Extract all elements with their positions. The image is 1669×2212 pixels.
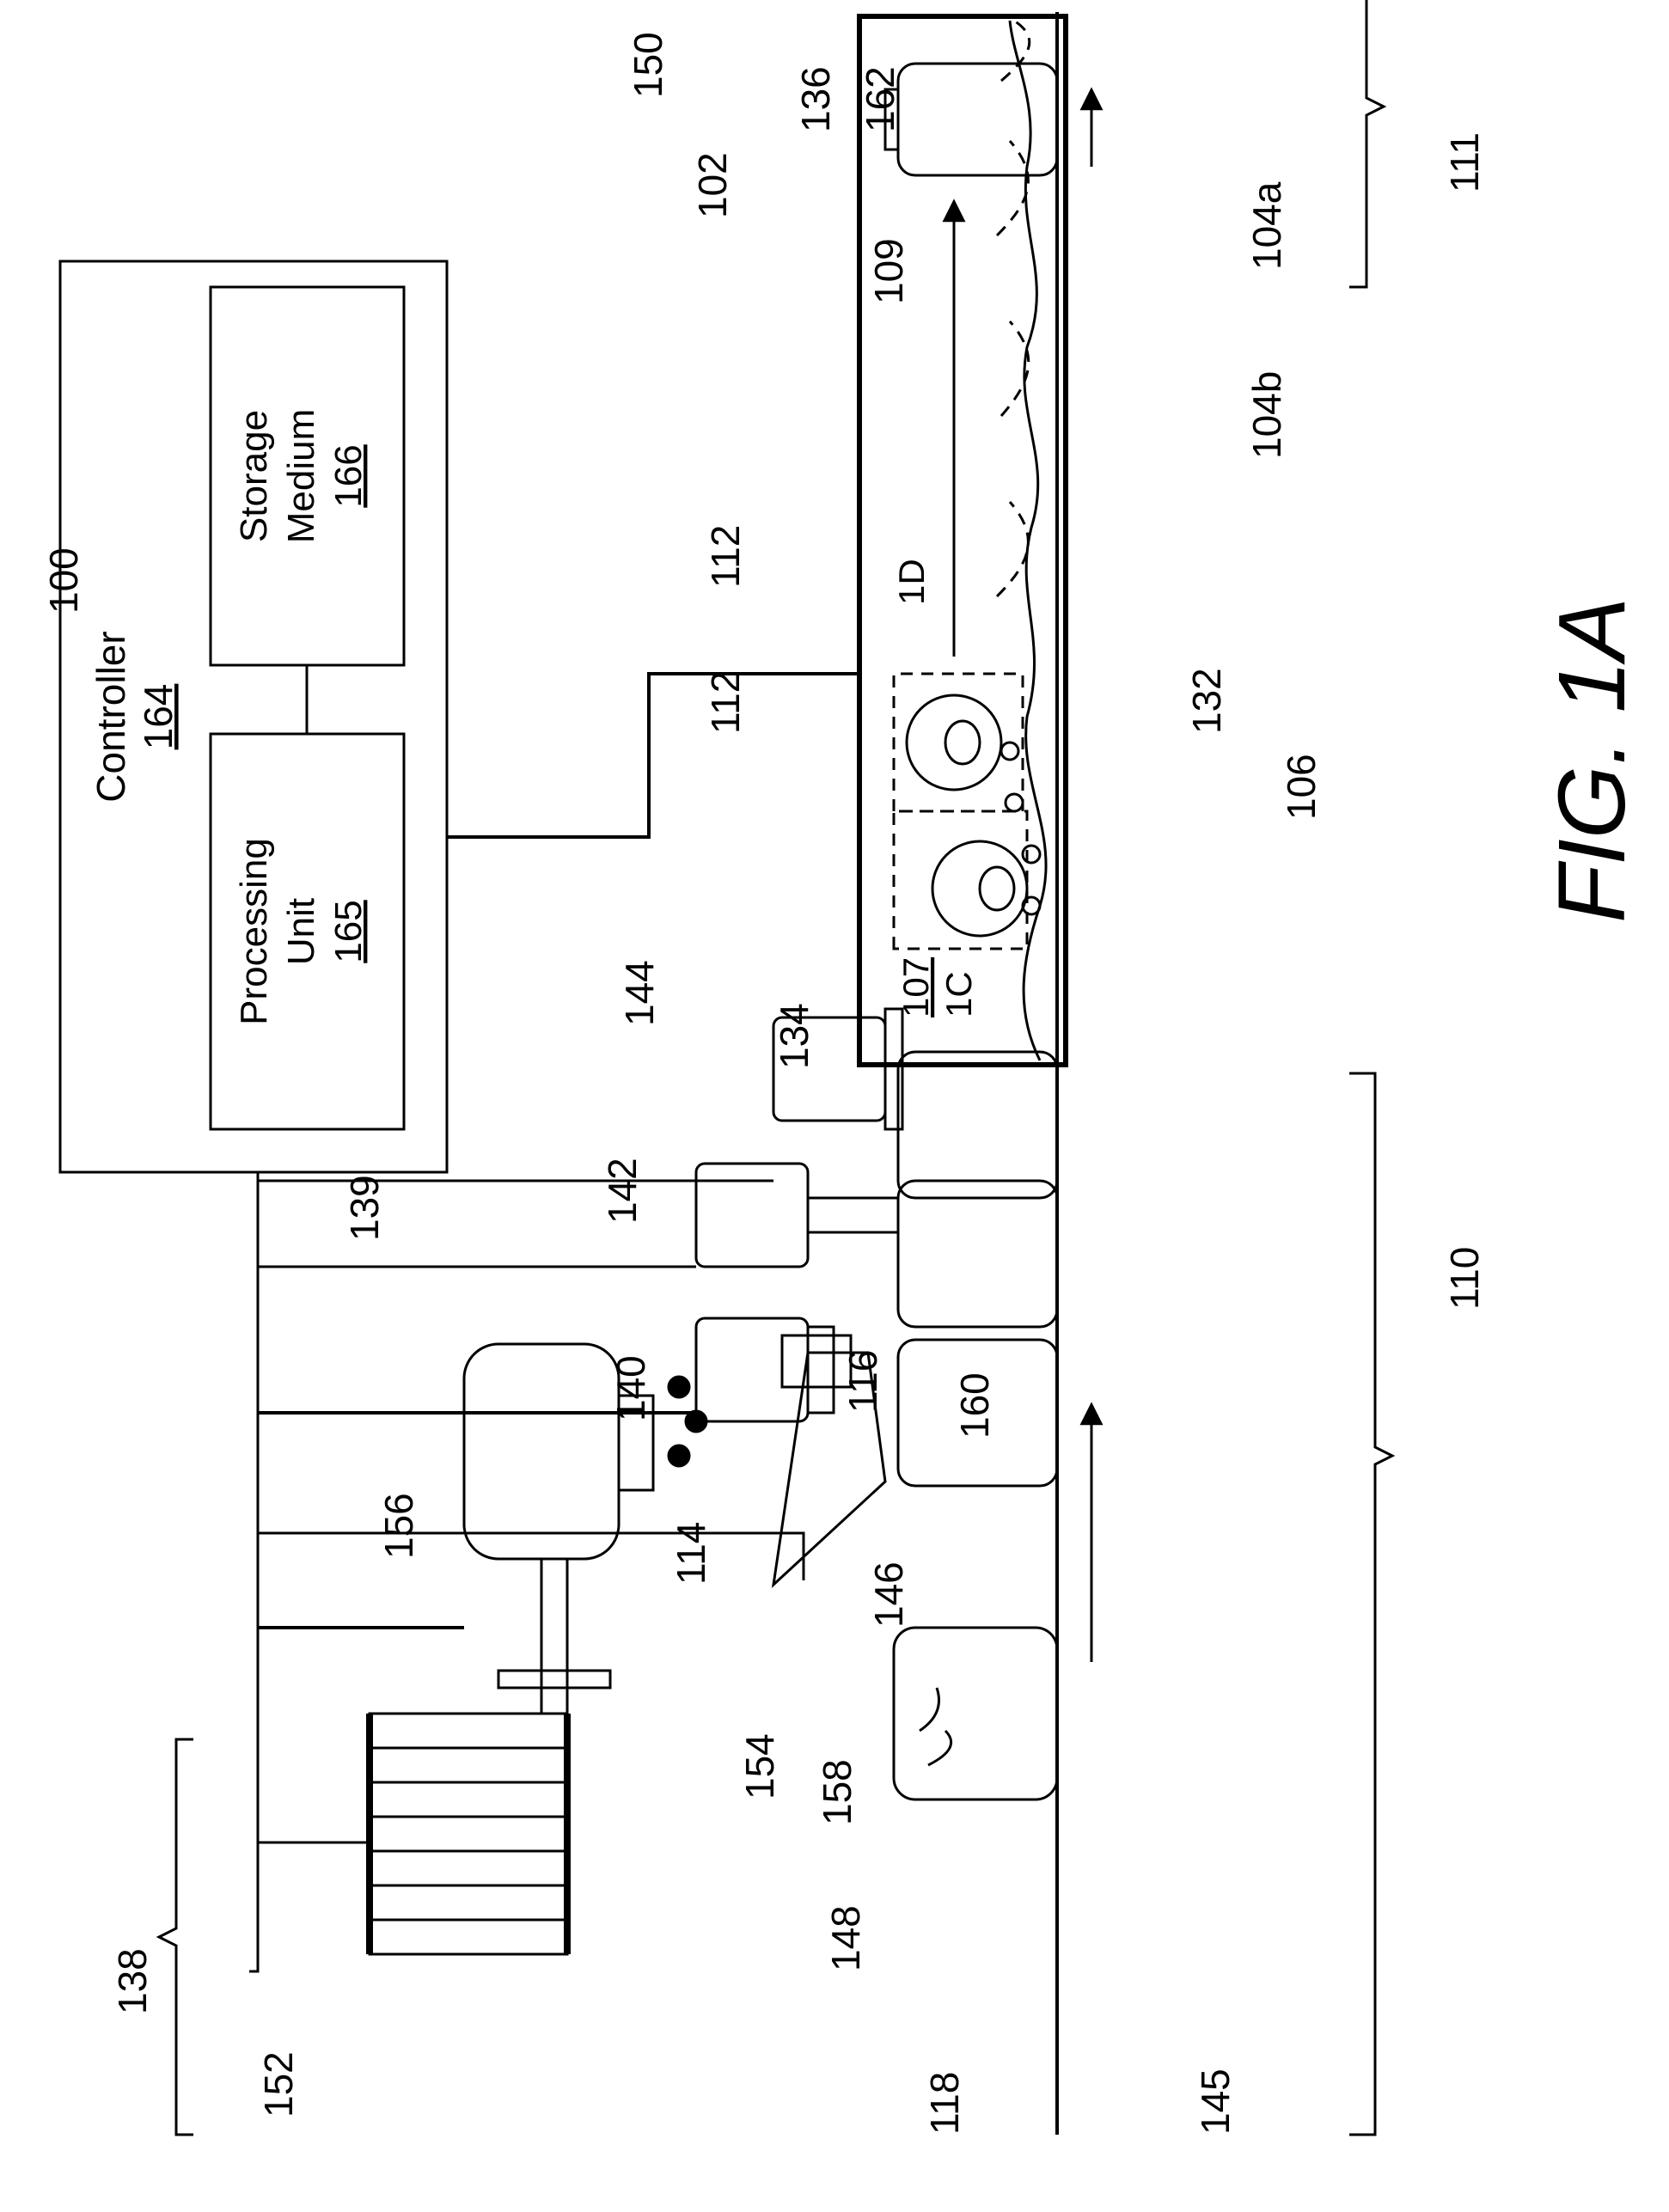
- label-146: 146: [866, 1561, 911, 1628]
- controller-ref: 164: [136, 684, 180, 750]
- label-139: 139: [342, 1175, 387, 1241]
- label-150: 150: [626, 32, 670, 98]
- controller-label: Controller: [89, 631, 133, 802]
- storage-medium-ref: 166: [327, 444, 370, 507]
- guide-roller-2: [1023, 846, 1040, 863]
- label-106: 106: [1279, 754, 1324, 820]
- station-140-nozzle: [808, 1327, 834, 1413]
- label-112b: 112: [703, 525, 748, 588]
- bracket-138: [159, 1739, 193, 2135]
- label-145: 145: [1193, 2068, 1238, 2135]
- figure-caption: FIG. 1A: [1539, 597, 1645, 923]
- particle-114-3: [669, 1377, 689, 1397]
- enclosure-102: [859, 16, 1066, 1065]
- station-142-arm: [808, 1198, 898, 1232]
- wire-controller-102: [447, 674, 859, 837]
- brake-156: [498, 1671, 610, 1688]
- label-160: 160: [952, 1372, 997, 1439]
- bracket-110: [1349, 1073, 1392, 2135]
- label-142: 142: [600, 1158, 645, 1224]
- station-140: [696, 1318, 808, 1421]
- zone-1C: 1C: [938, 971, 979, 1017]
- roll-112-right: [907, 695, 1001, 790]
- label-132: 132: [1184, 668, 1229, 734]
- bracket-111: [1349, 0, 1384, 287]
- guide-roller-3: [1006, 794, 1023, 811]
- processing-unit-line1: Processing: [233, 838, 275, 1025]
- spool-152: [370, 1714, 567, 1954]
- container-filled-3: [898, 1052, 1057, 1198]
- label-102: 102: [690, 152, 735, 218]
- processing-unit-line2: Unit: [280, 898, 322, 965]
- label-148: 148: [823, 1905, 868, 1971]
- roll-112-right-core: [945, 721, 980, 764]
- label-140: 140: [608, 1355, 653, 1421]
- label-116: 116: [841, 1350, 885, 1413]
- label-104b: 104b: [1244, 371, 1289, 459]
- item-148: [928, 1731, 951, 1765]
- label-112a: 112: [703, 671, 748, 734]
- processing-unit-ref: 165: [327, 900, 370, 962]
- label-134: 134: [772, 1003, 816, 1069]
- container-filled-2: [898, 1181, 1057, 1327]
- label-162: 162: [858, 66, 902, 132]
- guide-roller-4: [1001, 742, 1018, 760]
- label-100: 100: [41, 547, 86, 614]
- guide-roller-1: [1023, 897, 1040, 914]
- station-142: [696, 1164, 808, 1267]
- label-114: 114: [669, 1522, 713, 1585]
- drawing-rotated: Controller 164 Processing Unit 165 Stora…: [41, 0, 1645, 2135]
- cutter-139: [464, 1344, 619, 1559]
- label-154: 154: [737, 1733, 782, 1800]
- zone-1D: 1D: [891, 559, 932, 605]
- label-138: 138: [110, 1948, 155, 2014]
- label-109: 109: [866, 238, 911, 304]
- label-110: 110: [1442, 1247, 1487, 1310]
- container-118: [894, 1628, 1057, 1800]
- label-104a: 104a: [1244, 181, 1289, 270]
- strip-104a: [997, 21, 1030, 596]
- item-146: [920, 1688, 939, 1731]
- roll-112-left-core: [980, 867, 1014, 910]
- label-111: 111: [1442, 132, 1487, 192]
- label-136: 136: [793, 66, 838, 132]
- station-144-plate: [885, 1009, 902, 1129]
- container-150: [898, 64, 1057, 175]
- label-152: 152: [256, 2051, 301, 2117]
- label-158: 158: [815, 1759, 859, 1825]
- storage-medium-line1: Storage: [233, 410, 275, 542]
- wire-160: [258, 1533, 804, 1580]
- label-118: 118: [922, 2072, 967, 2135]
- label-144: 144: [617, 960, 662, 1026]
- particle-114-1: [669, 1445, 689, 1466]
- storage-medium-line2: Medium: [280, 409, 322, 544]
- label-156: 156: [376, 1493, 421, 1559]
